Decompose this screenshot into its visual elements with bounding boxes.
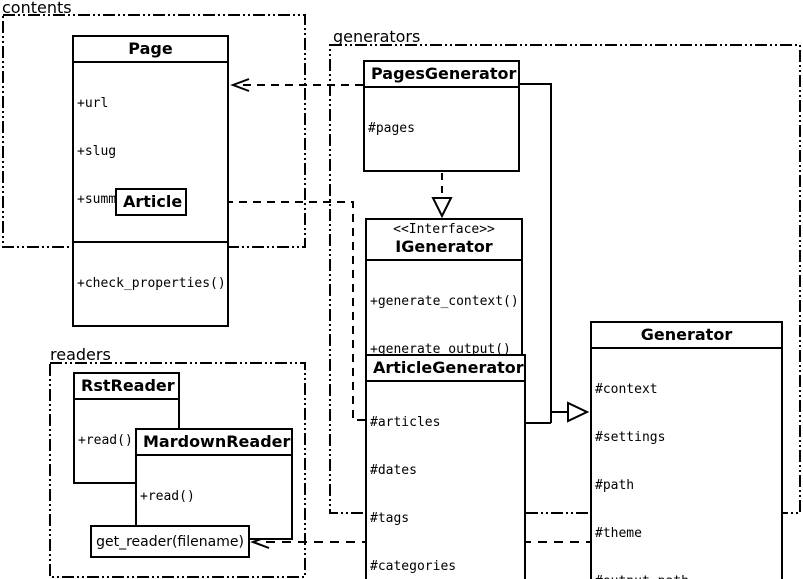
class-attribute: #pages [368, 121, 415, 136]
class-attribute: #context [595, 382, 658, 397]
class-method: +read() [78, 433, 133, 448]
pagesgenerator-to-generator-line [520, 84, 551, 423]
articlegenerator-attributes: #articles #dates #tags #categories [367, 382, 524, 579]
get-reader-node: get_reader(filename) [90, 525, 250, 558]
igenerator-class-title: IGenerator [395, 237, 493, 256]
generator-attributes: #context #settings #path #theme #output_… [592, 349, 781, 579]
articlegenerator-class-title: ArticleGenerator [367, 356, 524, 382]
class-method: +read() [140, 489, 195, 504]
class-attribute: #tags [370, 511, 410, 526]
get-reader-label: get_reader(filename) [96, 533, 244, 550]
page-methods: +check_properties() [74, 241, 227, 325]
realization-triangle-icon [431, 197, 453, 219]
readers-package-label: readers [50, 345, 111, 364]
class-attribute: +url [77, 96, 109, 111]
page-class-title: Page [74, 37, 227, 63]
article-class-title: Article [123, 192, 183, 211]
rstreader-methods: +read() [75, 400, 178, 482]
class-attribute: #theme [595, 526, 642, 541]
class-attribute: #dates [370, 463, 417, 478]
igenerator-title-block: <<Interface>> IGenerator [367, 220, 521, 261]
class-attribute: #categories [370, 559, 457, 574]
generator-class-title: Generator [592, 323, 781, 349]
pagesgenerator-class-box: PagesGenerator #pages [363, 60, 520, 172]
class-attribute: #settings [595, 430, 666, 445]
mardownreader-class-box: MardownReader +read() [135, 428, 293, 540]
interface-stereotype: <<Interface>> [393, 222, 495, 237]
class-attribute: #output_path [595, 574, 778, 579]
mardownreader-methods: +read() [137, 456, 291, 538]
class-attribute: #articles [370, 415, 441, 430]
pagesgenerator-attributes: #pages [365, 88, 518, 170]
readers-package-border [50, 363, 305, 577]
generators-package-border [330, 45, 800, 513]
mardownreader-class-title: MardownReader [137, 430, 291, 456]
articlegenerator-to-article-dependency-line [198, 202, 365, 420]
class-method: +generate_output() [370, 342, 511, 357]
dependency-arrowhead-icon [233, 79, 249, 91]
article-class-box: Article [115, 188, 187, 216]
page-class-box: Page +url +slug +summary +check_properti… [72, 35, 229, 327]
generalization-triangle-icon [567, 401, 590, 423]
generator-class-box: Generator #context #settings #path #them… [590, 321, 783, 579]
class-attribute: #path [595, 478, 635, 493]
generators-package-label: generators [333, 27, 421, 46]
articlegenerator-class-box: ArticleGenerator #articles #dates #tags … [365, 354, 526, 579]
class-attribute: +slug [77, 144, 117, 159]
class-method: +check_properties() [77, 276, 226, 291]
contents-package-label: contents [2, 0, 72, 17]
rstreader-class-title: RstReader [75, 374, 178, 400]
igenerator-methods: +generate_context() +generate_output() [367, 261, 521, 391]
pagesgenerator-class-title: PagesGenerator [365, 62, 518, 88]
class-method: +generate_context() [370, 294, 519, 309]
